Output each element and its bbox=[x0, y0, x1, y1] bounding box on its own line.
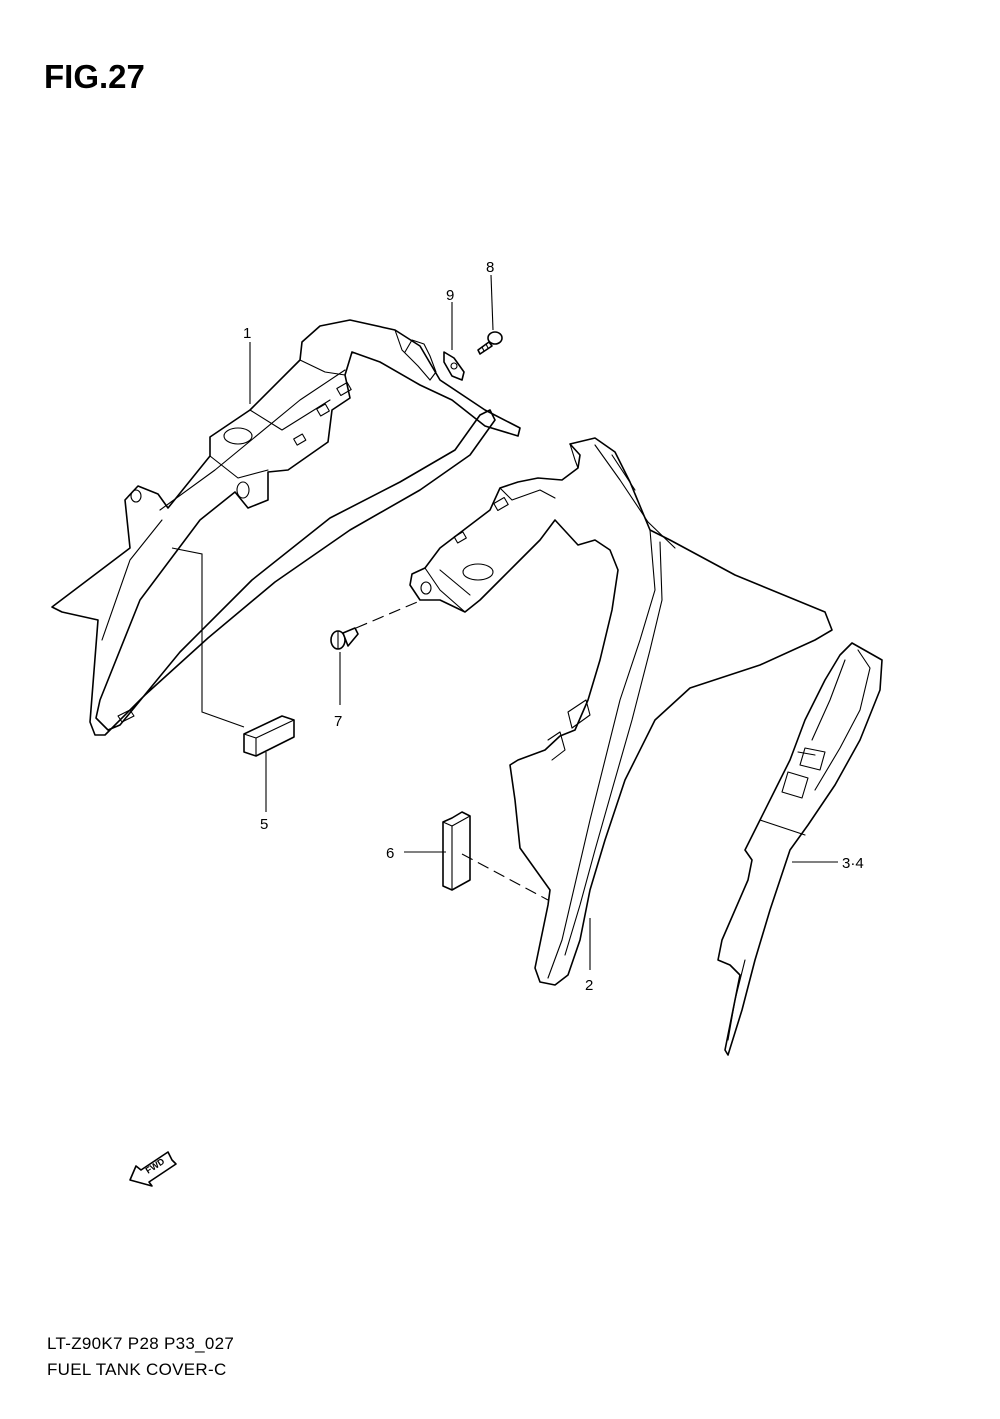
part-5-cushion-pad[interactable] bbox=[243, 715, 295, 757]
leader-lines bbox=[171, 274, 838, 970]
part-1-left-frame-cover[interactable] bbox=[51, 319, 521, 736]
figure-title: FIG.27 bbox=[44, 58, 145, 95]
part-3-4-side-panel[interactable] bbox=[717, 642, 883, 1056]
callout-3-4: 3·4 bbox=[842, 855, 864, 872]
callout-labels: 1 2 3·4 5 6 7 8 9 bbox=[243, 259, 864, 994]
part-6-cushion-pad[interactable] bbox=[442, 811, 471, 891]
callout-2: 2 bbox=[585, 977, 593, 994]
part-7-clip[interactable] bbox=[330, 627, 359, 650]
fwd-arrow-icon: FWD bbox=[129, 1151, 177, 1187]
part-9-clip-nut[interactable] bbox=[443, 351, 465, 381]
callout-7: 7 bbox=[334, 713, 342, 730]
callout-1: 1 bbox=[243, 325, 251, 342]
part-8-screw[interactable] bbox=[477, 331, 503, 355]
section-name: FUEL TANK COVER-C bbox=[47, 1360, 227, 1379]
part-2-fuel-tank-cover[interactable] bbox=[409, 437, 833, 986]
callout-6: 6 bbox=[386, 845, 394, 862]
callout-5: 5 bbox=[260, 816, 268, 833]
callout-8: 8 bbox=[486, 259, 494, 276]
callout-9: 9 bbox=[446, 287, 454, 304]
model-code: LT-Z90K7 P28 P33_027 bbox=[47, 1334, 235, 1353]
